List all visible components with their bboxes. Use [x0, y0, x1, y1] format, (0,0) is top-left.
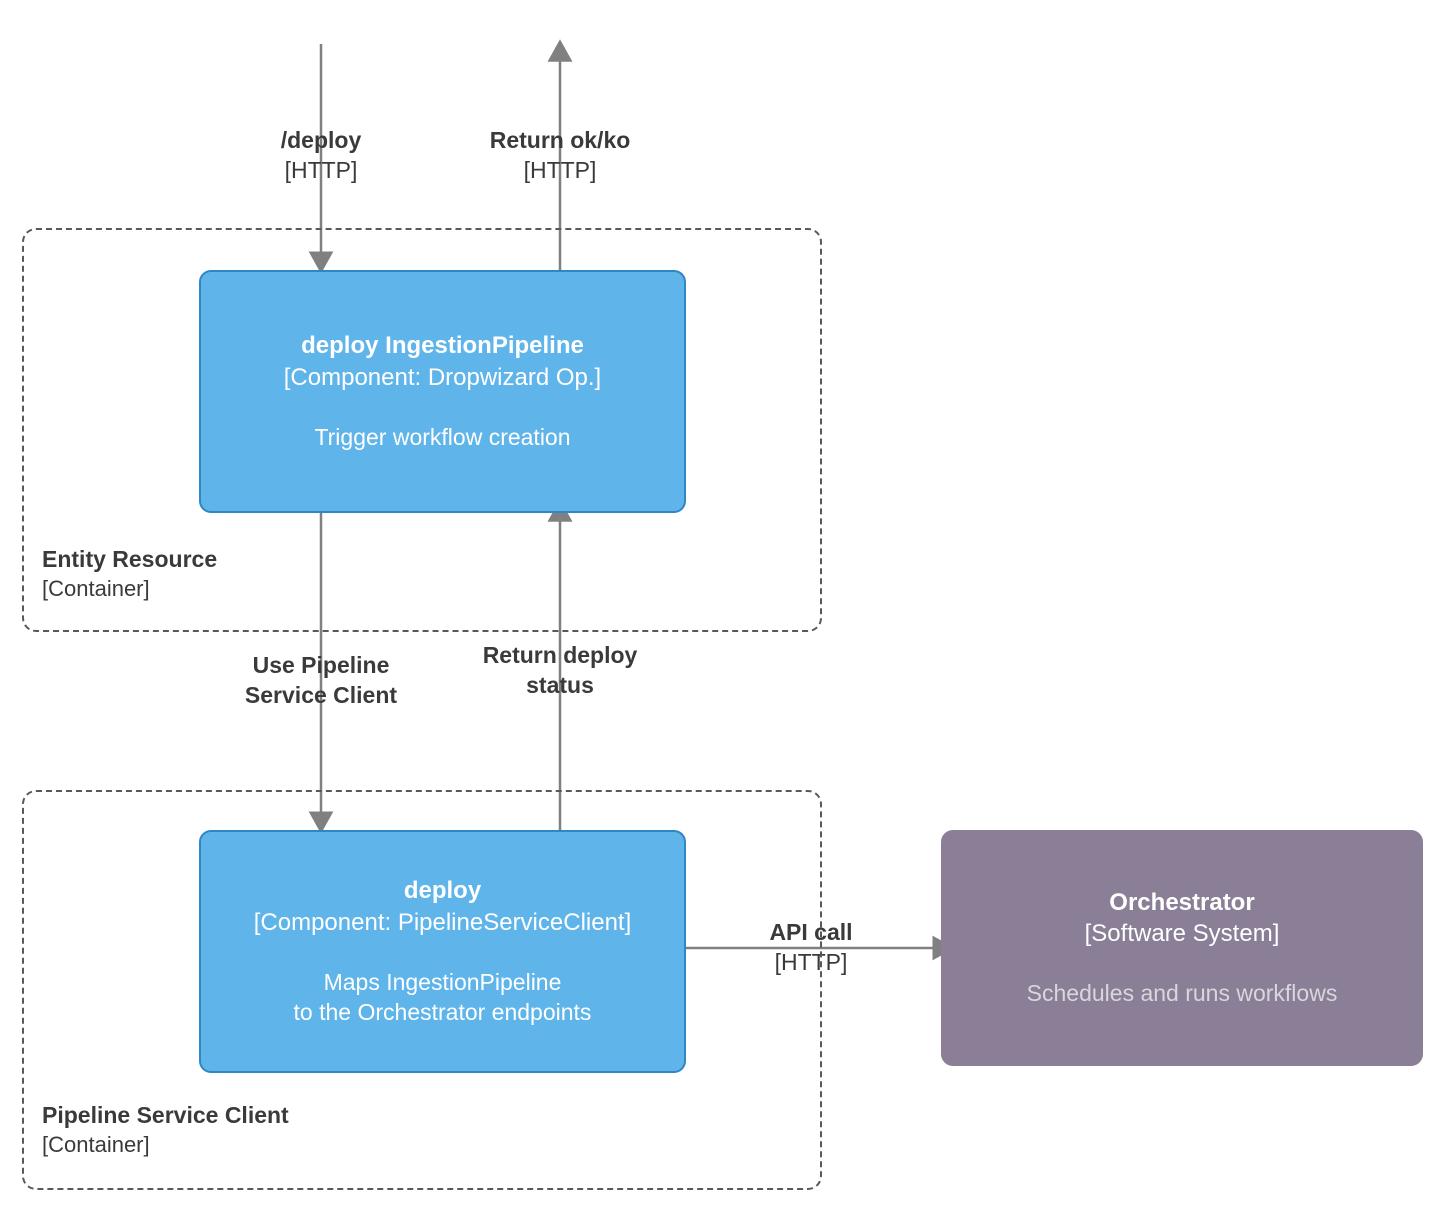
- boundary-label-entity-resource: Entity Resource [Container]: [42, 544, 217, 603]
- edge-label-deploy-request: /deploy [HTTP]: [281, 126, 362, 186]
- boundary-type: [Container]: [42, 576, 150, 602]
- node-title: Orchestrator: [1109, 888, 1255, 916]
- edge-label-return-ok-ko: Return ok/ko [HTTP]: [490, 126, 631, 186]
- edge-tech: [HTTP]: [523, 156, 597, 183]
- edge-label-return-deploy-status: Return deploy status: [483, 641, 638, 701]
- node-description: Maps IngestionPipeline to the Orchestrat…: [293, 968, 592, 1025]
- node-description: Trigger workflow creation: [314, 423, 571, 450]
- node-type: [Software System]: [1084, 920, 1280, 948]
- edge-tech: [HTTP]: [284, 156, 358, 183]
- node-type: [Component: Dropwizard Op.]: [283, 363, 602, 391]
- boundary-label-pipeline-service-client: Pipeline Service Client [Container]: [42, 1100, 289, 1159]
- node-title: deploy IngestionPipeline: [301, 332, 584, 360]
- boundary-title: Entity Resource: [42, 546, 218, 572]
- boundary-type: [Container]: [42, 1132, 150, 1158]
- edge-tech: [HTTP]: [774, 948, 848, 975]
- edge-title: Use Pipeline Service Client: [244, 652, 398, 708]
- node-orchestrator[interactable]: Orchestrator [Software System] Schedules…: [941, 830, 1423, 1066]
- edge-label-use-pipeline-service-client: Use Pipeline Service Client: [245, 651, 397, 711]
- boundary-entity-resource: [22, 228, 822, 632]
- boundary-pipeline-service-client: [22, 790, 822, 1190]
- node-deploy-pipeline-service-client[interactable]: deploy [Component: PipelineServiceClient…: [199, 830, 686, 1073]
- edge-title: /deploy: [280, 127, 362, 153]
- node-type: [Component: PipelineServiceClient]: [253, 908, 632, 936]
- node-description: Schedules and runs workflows: [1026, 980, 1338, 1007]
- edge-label-api-call: API call [HTTP]: [769, 918, 852, 978]
- node-deploy-ingestion-pipeline[interactable]: deploy IngestionPipeline [Component: Dro…: [199, 270, 686, 513]
- edge-title: API call: [769, 919, 853, 945]
- edge-title: Return ok/ko: [489, 127, 631, 153]
- node-title: deploy: [403, 877, 482, 905]
- edge-title: Return deploy status: [482, 642, 638, 698]
- boundary-title: Pipeline Service Client: [42, 1102, 289, 1128]
